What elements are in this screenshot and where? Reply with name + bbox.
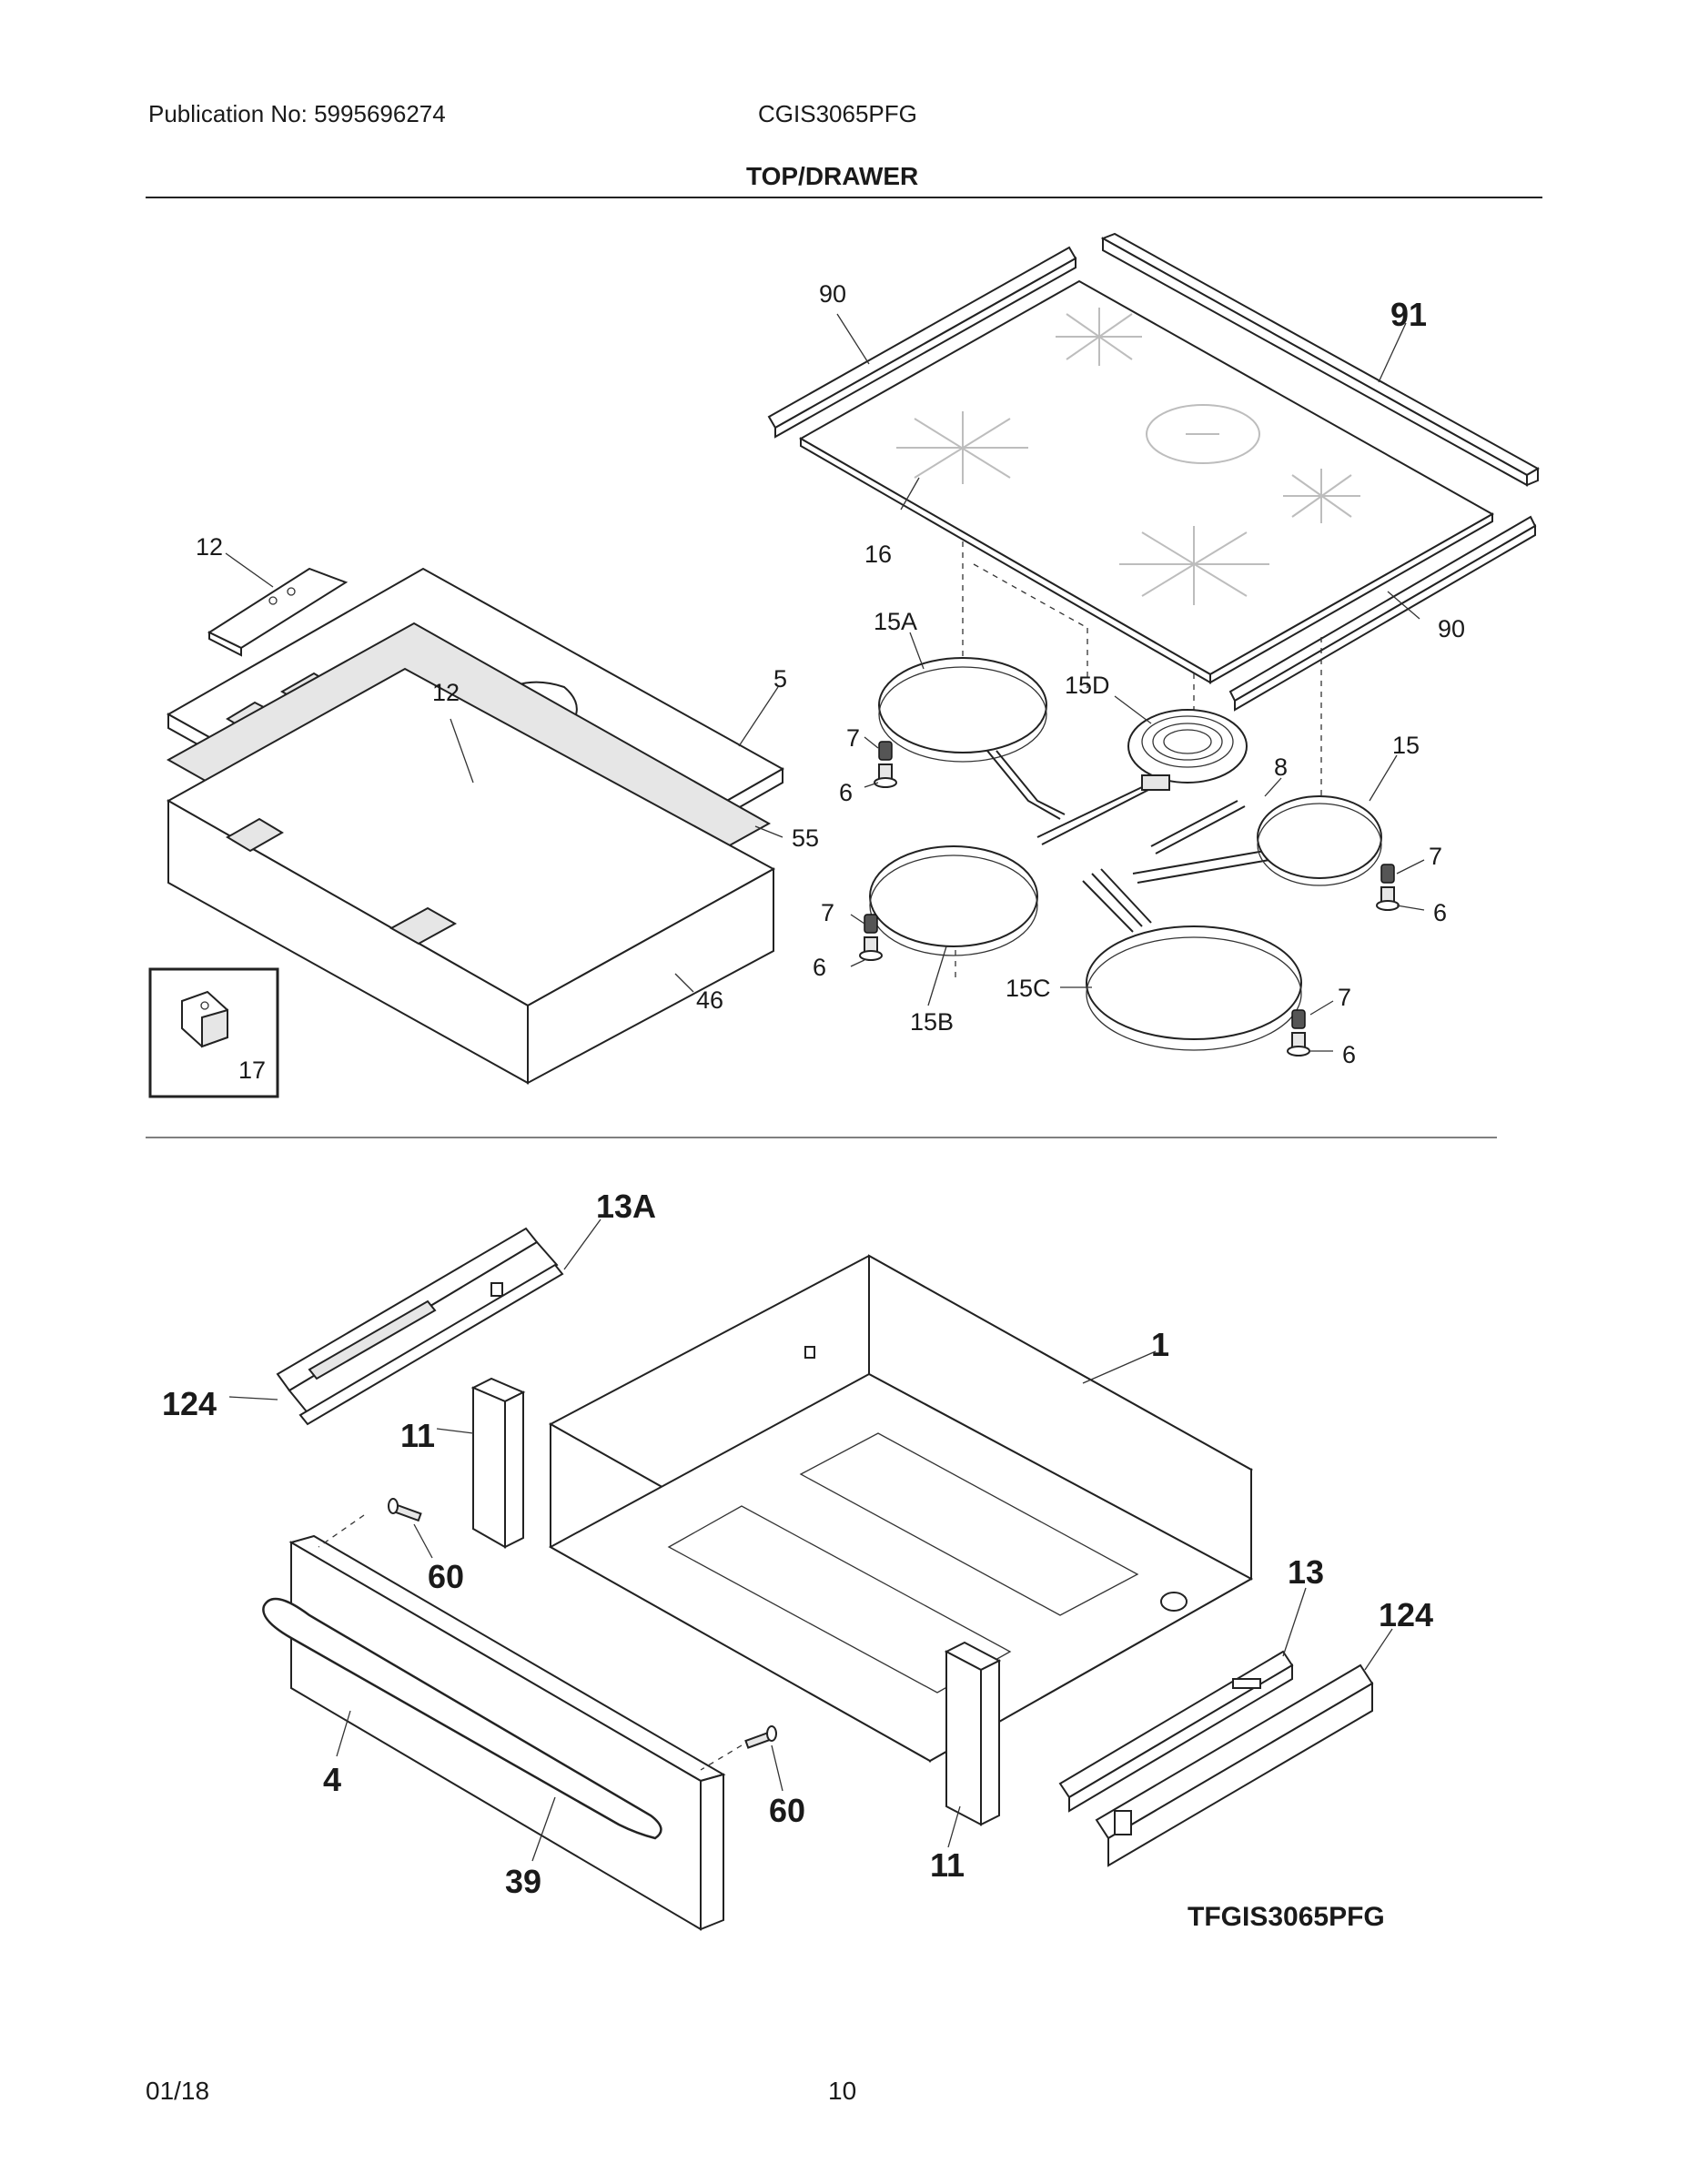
screw-60-left: [388, 1498, 422, 1522]
callout-46: 46: [696, 986, 723, 1014]
callout-39: 39: [505, 1863, 541, 1900]
footer-date: 01/18: [146, 2077, 210, 2105]
callout-15B: 15B: [910, 1008, 954, 1036]
inset-part-17: [148, 967, 279, 1098]
spring-7-a: [878, 741, 893, 761]
callout-124-left: 124: [162, 1385, 217, 1422]
callout-15: 15: [1392, 732, 1420, 759]
diagram-code: TFGIS3065PFG: [1188, 1902, 1385, 1932]
spring-7-c: [1380, 864, 1395, 884]
drawer-body-1: [548, 1254, 1254, 1763]
trim-strip-90-upper: [767, 246, 1077, 439]
callout-6-d: 6: [1342, 1041, 1356, 1068]
glass-cooktop-16: [798, 279, 1495, 684]
publication-number: Publication No: 5995696274: [148, 100, 446, 127]
callout-7-d: 7: [1338, 984, 1351, 1011]
trim-strip-90-lower: [1228, 515, 1537, 712]
callout-90-lower: 90: [1438, 615, 1465, 642]
callout-91: 91: [1390, 296, 1427, 333]
element-15B: [869, 845, 1038, 956]
leader-lines-drawer: [228, 1218, 1393, 1862]
drawer-assembly: 13A 124 1 11 60 13 124 4 60 39 11: [162, 1188, 1433, 1931]
wire-harness-8: [1132, 800, 1270, 884]
spring-7-b: [864, 914, 878, 934]
callout-13: 13: [1288, 1553, 1324, 1591]
callout-60-right: 60: [769, 1792, 805, 1829]
callout-11-left: 11: [400, 1417, 435, 1454]
spring-7-d: [1291, 1009, 1306, 1029]
callout-55: 55: [792, 824, 819, 852]
screw-6-c: [1376, 886, 1400, 911]
section-title: TOP/DRAWER: [746, 162, 919, 190]
bracket-12-upper: [207, 567, 349, 657]
callout-6-c: 6: [1433, 899, 1447, 926]
element-15D: [1036, 709, 1248, 845]
header-rule: [146, 197, 1542, 198]
slide-13A-left: [276, 1227, 559, 1417]
callout-16: 16: [864, 541, 892, 568]
bracket-11-right: [944, 1641, 1002, 1826]
element-15: [1257, 795, 1382, 886]
callout-5: 5: [773, 665, 787, 693]
bracket-11-left: [470, 1377, 526, 1549]
callout-15D: 15D: [1065, 672, 1110, 699]
callout-7-a: 7: [846, 724, 860, 752]
callout-15A: 15A: [874, 608, 917, 635]
callout-124-right: 124: [1379, 1596, 1433, 1633]
handle-39: [262, 1597, 662, 1840]
rail-124-left: [298, 1263, 564, 1426]
top-assembly: 90 91 16 90 12 12 5 55 46 17 15A 15D 15 …: [148, 232, 1541, 1098]
element-15A: [878, 657, 1066, 820]
callout-90-upper: 90: [819, 280, 846, 308]
callout-11-right: 11: [930, 1846, 965, 1884]
callout-12-upper: 12: [196, 533, 223, 561]
callout-60-left: 60: [428, 1558, 464, 1595]
element-15C: [1082, 868, 1302, 1051]
callout-17: 17: [238, 1057, 266, 1084]
screw-60-right: [744, 1725, 777, 1749]
callout-13A: 13A: [596, 1188, 656, 1225]
slide-13-right: [1058, 1650, 1294, 1813]
rail-124-right: [1095, 1663, 1374, 1867]
callout-8: 8: [1274, 753, 1288, 781]
callout-4: 4: [323, 1761, 341, 1798]
leader-lines-top: [225, 313, 1425, 1052]
model-number: CGIS3065PFG: [758, 100, 917, 127]
callout-15C: 15C: [1006, 975, 1051, 1002]
callout-6-b: 6: [813, 954, 826, 981]
screw-6-b: [859, 936, 883, 961]
footer-page-number: 10: [828, 2077, 857, 2105]
callout-7-b: 7: [821, 899, 834, 926]
callout-6-a: 6: [839, 779, 853, 806]
screw-6-d: [1287, 1032, 1310, 1057]
callout-7-c: 7: [1429, 843, 1442, 870]
lower-box-46: [166, 667, 776, 1085]
back-trim-91: [1100, 232, 1541, 487]
callout-1: 1: [1151, 1326, 1169, 1363]
screw-6-a: [874, 763, 897, 788]
callout-12-lower: 12: [432, 679, 460, 706]
